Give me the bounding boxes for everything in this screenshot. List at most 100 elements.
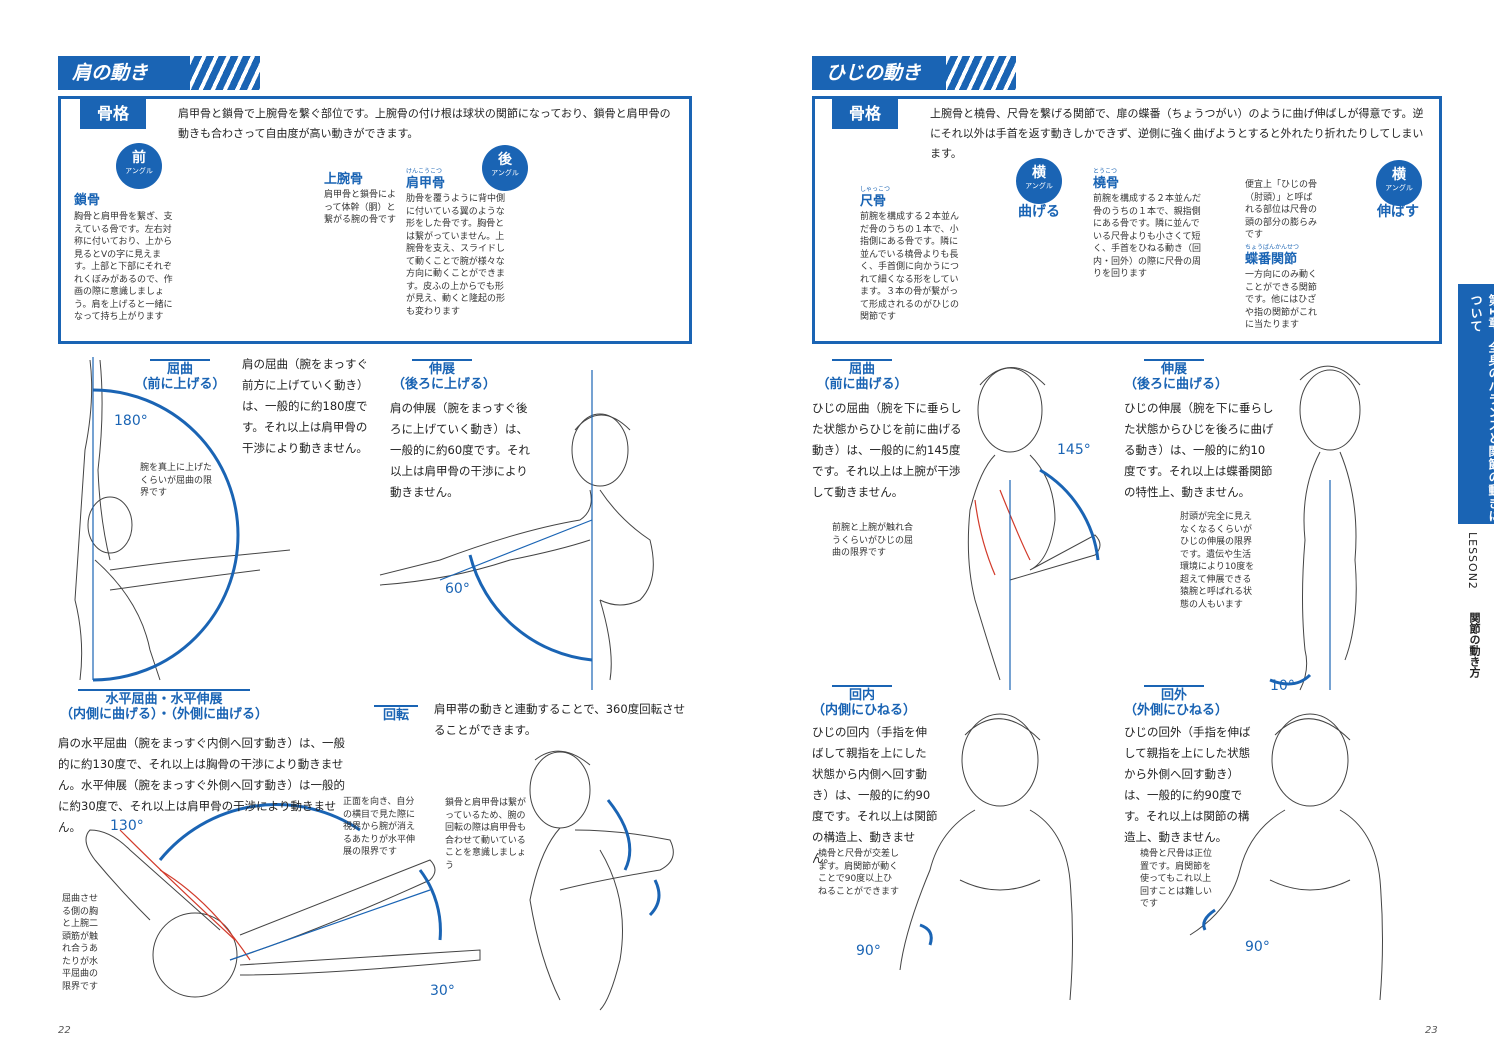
supination-degree: 90° [1245, 939, 1270, 955]
ulna-furigana: しゃっこつ [860, 186, 891, 193]
elbow-extension-degree: 10° [1270, 678, 1295, 694]
horizontal-note-2: 正面を向き、自分の横目で見た際に視界から腕が消えるあたりが水平伸展の限界です [343, 797, 416, 857]
subtitle-rule [1144, 685, 1204, 687]
subtitle-rule [1144, 359, 1204, 361]
chapter-title: 全身のバランスと関節の動きについて [1469, 294, 1500, 523]
horizontal-ref-line [229, 889, 431, 961]
badge-sub: アングル [491, 169, 519, 177]
skeleton-tag-left: 骨格 [80, 99, 146, 129]
pronation-title: 回内 （内側にひねる） [812, 685, 917, 718]
supination-title: 回外 （外側にひねる） [1124, 685, 1229, 718]
pronation-degree: 90° [856, 943, 881, 959]
hinge-label: 蝶番関節 [1245, 252, 1298, 267]
elbow-flexion-title1: 屈曲 [848, 362, 875, 377]
badge-kanji: 横 [1392, 167, 1406, 183]
side-angle-badge-1: 横 アングル [1016, 158, 1062, 204]
shoulder-flexion-text: 肩の屈曲（腕をまっすぐ前方に上げていく動き）は、一般的に約180度です。それ以上… [242, 357, 369, 455]
horizontal-degree-2: 30° [430, 983, 455, 999]
shoulder-extension-title2: （後ろに上げる） [392, 377, 497, 392]
subtitle-rule [412, 359, 472, 361]
skeleton-tag-right: 骨格 [832, 99, 898, 129]
title-stripes [946, 56, 1016, 90]
scapula-callout: けんこうこつ肩甲骨 肋骨を覆うように背中側に付いている翼のような形をした骨です。… [406, 168, 506, 318]
shoulder-flexion-degree: 180° [114, 413, 148, 429]
elbow-note: 便宜上「ひじの骨（肘頭）」と呼ばれる部位は尺骨の頭の部分の膨らみです [1245, 180, 1318, 240]
badge-sub: アングル [125, 167, 153, 175]
subtitle-rule [832, 359, 892, 361]
horizontal-title1: 水平屈曲・水平伸展 [105, 692, 223, 707]
pronation-arc [919, 923, 933, 946]
shoulder-flexion-title2: （前に上げる） [134, 377, 226, 392]
pronation-title2: （内側にひねる） [812, 703, 917, 718]
hinge-furigana: ちょうばんかんせつ [1245, 244, 1300, 251]
extension-arc [468, 554, 593, 662]
supination-title2: （外側にひねる） [1124, 703, 1229, 718]
supination-arc [1202, 908, 1216, 931]
radius-label: 橈骨 [1093, 176, 1120, 191]
elbow-extension-title: 伸展 （後ろに曲げる） [1124, 359, 1229, 392]
extension-figure-sketch [379, 413, 654, 681]
rotation-title: 回転 [370, 705, 422, 723]
humerus-text: 肩甲骨と鎖骨によって体幹（胴）と繋がる腕の骨です [324, 190, 397, 225]
section-title-text: ひじの動き [826, 62, 922, 84]
section-title-shoulder: 肩の動き [58, 56, 260, 90]
humerus-label: 上腕骨 [324, 172, 364, 187]
badge-kanji: 前 [132, 150, 146, 166]
page-number-right: 23 [1425, 1025, 1438, 1036]
clavicle-callout: 鎖骨 胸骨と肩甲骨を繋ぎ、支えている骨です。左右対称に付いており、上から見るとV… [74, 193, 174, 324]
elbow-flexion-figure-sketch [967, 367, 1101, 681]
badge-sub: アングル [1385, 184, 1413, 192]
pronation-title1: 回内 [848, 688, 875, 703]
rotation-arc-1 [606, 799, 632, 871]
horizontal-flexion-arc [158, 803, 361, 861]
subtitle-rule [78, 689, 250, 691]
chapter-number: 第1章 [1487, 294, 1500, 330]
bend-label: 曲げる [1018, 204, 1060, 220]
clavicle-text: 胸骨と肩甲骨を繋ぎ、支えている骨です。左右対称に付いており、上から見るとVの字に… [74, 212, 173, 322]
horizontal-title2: （内側に曲げる）・（外側に曲げる） [59, 707, 268, 722]
skeleton-panel-right [812, 96, 1442, 344]
elbow-extension-figure-sketch [1299, 365, 1361, 691]
pronation-figure-sketch [899, 713, 1073, 1001]
shoulder-flexion-note: 腕を真上に上げたくらいが屈曲の限界です [140, 463, 213, 498]
back-angle-badge: 後 アングル [482, 145, 528, 191]
subtitle-rule [150, 359, 210, 361]
front-angle-badge: 前 アングル [116, 143, 162, 189]
elbow-extension-text: ひじの伸展（腕を下に垂らした状態からひじを後ろに曲げる動き）は、一般的に約10度… [1124, 401, 1274, 499]
elbow-extension-note: 肘頭が完全に見えなくなるくらいがひじの伸展の限界です。遺伝や生活環境により10度… [1180, 512, 1255, 610]
shoulder-extension-title1: 伸展 [428, 362, 455, 377]
rotation-title-text: 回転 [382, 708, 409, 723]
elbow-flexion-title: 屈曲 （前に曲げる） [812, 359, 912, 392]
elbow-extension-arc [1269, 673, 1312, 686]
lesson-label: LESSON2 [1466, 532, 1479, 590]
hinge-text: 一方向にのみ動くことができる関節です。他にはひざや指の関節がこれに当たります [1245, 270, 1318, 330]
elbow-extension-title2: （後ろに曲げる） [1124, 377, 1229, 392]
clavicle-label: 鎖骨 [74, 193, 101, 208]
elbow-flexion-note: 前腕と上腕が触れ合うくらいがひじの屈曲の限界です [832, 523, 914, 558]
radius-callout: とうこつ橈骨 前腕を構成する２本並んだ骨のうちの１本で、親指側にある骨です。隣に… [1093, 168, 1205, 281]
scapula-text: 肋骨を覆うように背中側に付いている翼のような形をした骨です。胸骨とは繋がっていま… [406, 194, 506, 317]
elbow-flexion-text: ひじの屈曲（腕を下に垂らした状態からひじを前に曲げる動き）は、一般的に約145度… [812, 401, 962, 499]
rotation-figure-sketch [529, 750, 674, 1011]
horizontal-title: 水平屈曲・水平伸展 （内側に曲げる）・（外側に曲げる） [58, 689, 270, 722]
supination-title1: 回外 [1160, 688, 1187, 703]
horizontal-extension-arc [418, 869, 442, 941]
side-angle-badge-2: 横 アングル [1376, 160, 1422, 206]
hinge-callout: ちょうばんかんせつ蝶番関節 一方向にのみ動くことができる関節です。他にはひざや指… [1245, 244, 1317, 332]
subtitle-rule [374, 705, 418, 707]
shoulder-flexion-title: 屈曲 （前に上げる） [130, 359, 230, 392]
pronation-text: ひじの回内（手指を伸ばして親指を上にした状態から内側へ回す動き）は、一般的に約9… [812, 725, 938, 865]
muscle-lines [119, 489, 1031, 961]
rotation-note: 鎖骨と肩甲骨は繋がっているため、腕の回転の際は肩甲骨も合わせて動いていることを意… [445, 798, 527, 871]
section-title-elbow: ひじの動き [812, 56, 1016, 90]
section-title-text: 肩の動き [72, 62, 149, 84]
supination-figure-sketch [1189, 713, 1383, 1001]
chapter-tab: 第1章 全身のバランスと関節の動きについて [1458, 284, 1500, 524]
stretch-label: 伸ばす [1377, 204, 1419, 220]
badge-kanji: 横 [1032, 165, 1046, 181]
page-number-left: 22 [58, 1025, 71, 1036]
supination-text: ひじの回外（手指を伸ばして親指を上にした状態から外側へ回す動き）は、一般的に約9… [1124, 725, 1251, 844]
rotation-text: 肩甲帯の動きと連動することで、360度回転させることができます。 [434, 702, 686, 737]
badge-kanji: 後 [498, 152, 512, 168]
elbow-flexion-title2: （前に曲げる） [816, 377, 908, 392]
